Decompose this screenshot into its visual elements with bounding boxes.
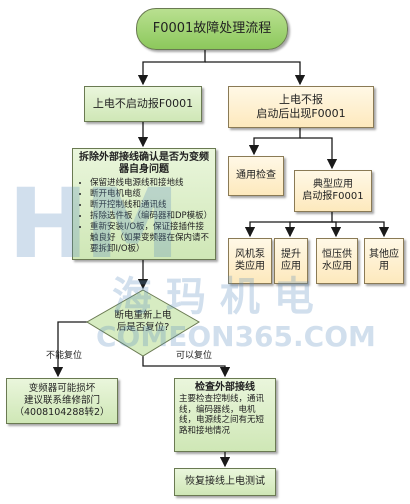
node-water: 恒压供 水应用 bbox=[316, 238, 358, 284]
node-left-start-text: 上电不启动报F0001 bbox=[92, 97, 194, 111]
node-restore: 恢复接线上电测试 bbox=[174, 468, 276, 496]
node-left-start: 上电不启动报F0001 bbox=[84, 86, 202, 122]
node-general-check-text: 通用检查 bbox=[236, 169, 276, 181]
arrow-typical-to-hoist bbox=[284, 221, 332, 238]
node-hoist-text: 提升 应用 bbox=[281, 248, 301, 273]
arrow-decision-no bbox=[52, 321, 88, 378]
node-other: 其他应 用 bbox=[364, 238, 404, 284]
node-typical-app: 典型应用 启动报F0001 bbox=[294, 170, 372, 212]
decision-diamond bbox=[86, 289, 200, 357]
node-ext-wiring: 检查外部接线 主要检查控制线，通讯线，编码器线，电机线，电源线之间有无短路和接地… bbox=[174, 378, 276, 452]
node-right-start: 上电不报 启动后出现F0001 bbox=[228, 86, 374, 128]
check-self-item: 断开控制线和通讯线 bbox=[90, 200, 211, 211]
arrow-typical-to-fan bbox=[244, 212, 333, 238]
decision-text: 断电重新上电 后是否复位? bbox=[114, 310, 172, 333]
node-decision-text: 断电重新上电 后是否复位? bbox=[100, 306, 186, 338]
node-restore-text: 恢复接线上电测试 bbox=[185, 475, 265, 487]
flow-title-text: F0001故障处理流程 bbox=[152, 20, 272, 36]
arrow-title-to-left bbox=[137, 50, 206, 86]
flow-title: F0001故障处理流程 bbox=[136, 8, 288, 50]
check-self-title: 拆除外部接线确认是否为变频器自身问题 bbox=[79, 152, 209, 175]
node-repair: 变频器可能损坏 建议联系维修部门 （4008104288转2） bbox=[6, 378, 118, 424]
arrow-right-to-general bbox=[248, 128, 301, 156]
arrow-typical-to-other bbox=[332, 221, 390, 238]
arrow-right-to-typical bbox=[300, 137, 338, 170]
label-no-reset: 不能复位 bbox=[46, 351, 83, 361]
ext-wiring-title: 检查外部接线 bbox=[195, 382, 255, 393]
arrow-title-to-right bbox=[205, 61, 306, 86]
node-hoist: 提升 应用 bbox=[274, 238, 308, 284]
node-right-start-text: 上电不报 启动后出现F0001 bbox=[256, 93, 346, 120]
check-self-item: 重新安装I/O板，保证接插件接触良好（如果变频器在保内请不要拆卸I/O板） bbox=[90, 222, 211, 255]
node-other-text: 其他应 用 bbox=[369, 248, 399, 273]
label-can-reset: 可以复位 bbox=[176, 351, 213, 361]
node-general-check: 通用检查 bbox=[228, 156, 284, 196]
check-self-list: 保留进线电源线和接地线 断开电机电缆 断开控制线和通讯线 拆除选件板（编码器和D… bbox=[73, 178, 215, 255]
node-check-self: 拆除外部接线确认是否为变频器自身问题 保留进线电源线和接地线 断开电机电缆 断开… bbox=[72, 148, 216, 260]
node-repair-text: 变频器可能损坏 建议联系维修部门 （4008104288转2） bbox=[14, 383, 110, 418]
ext-wiring-body: 主要检查控制线，通讯线，编码器线，电机线，电源线之间有无短路和接地情况 bbox=[179, 394, 265, 436]
check-self-item: 拆除选件板（编码器和DP模板） bbox=[90, 211, 212, 222]
node-fan-pump: 风机泵 类应用 bbox=[228, 238, 272, 284]
node-water-text: 恒压供 水应用 bbox=[322, 248, 352, 273]
node-typical-app-text: 典型应用 启动报F0001 bbox=[302, 178, 364, 203]
arrow-decision-yes bbox=[142, 356, 231, 378]
node-fan-pump-text: 风机泵 类应用 bbox=[235, 248, 265, 273]
check-self-item: 保留进线电源线和接地线 bbox=[90, 178, 211, 189]
arrow-typical-to-water bbox=[330, 221, 342, 238]
check-self-item: 断开电机电缆 bbox=[90, 189, 211, 200]
